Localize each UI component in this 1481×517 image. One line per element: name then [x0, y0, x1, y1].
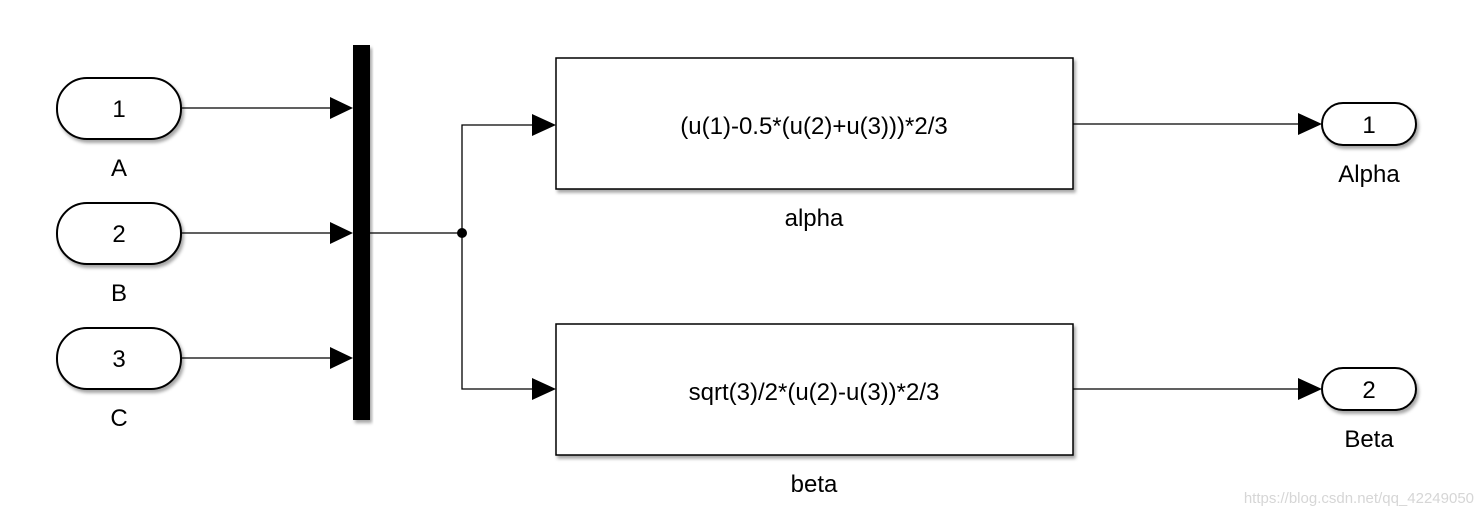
arrow-head-icon	[532, 114, 556, 136]
watermark-text: https://blog.csdn.net/qq_42249050	[1244, 490, 1474, 507]
fcn-alpha-label: alpha	[785, 205, 844, 232]
outport-1-label: Alpha	[1338, 161, 1400, 188]
inport-1-label: A	[111, 155, 127, 182]
arrow-head-icon	[330, 222, 353, 244]
fcn-block-beta[interactable]: sqrt(3)/2*(u(2)-u(3))*2/3	[555, 323, 1074, 456]
outport-2[interactable]: 2	[1321, 367, 1417, 411]
inport-1-number: 1	[112, 96, 125, 123]
inport-3-label: C	[110, 405, 127, 432]
inport-3-number: 3	[112, 346, 125, 373]
arrow-head-icon	[1298, 378, 1322, 400]
inport-1[interactable]: 1	[56, 77, 182, 140]
arrow-head-icon	[330, 97, 353, 119]
signal-inport-1-to-mux[interactable]	[181, 97, 353, 119]
fcn-beta-expression: sqrt(3)/2*(u(2)-u(3))*2/3	[689, 379, 940, 406]
arrow-head-icon	[1298, 113, 1322, 135]
inport-2-label: B	[111, 280, 127, 307]
signal-beta-to-outport-2[interactable]	[1073, 378, 1322, 400]
mux-block[interactable]	[353, 45, 370, 420]
arrow-head-icon	[330, 347, 353, 369]
fcn-beta-label: beta	[791, 471, 838, 498]
outport-2-label: Beta	[1344, 426, 1394, 453]
arrow-head-icon	[532, 378, 556, 400]
fcn-block-alpha[interactable]: (u(1)-0.5*(u(2)+u(3)))*2/3	[555, 57, 1074, 190]
signal-inport-3-to-mux[interactable]	[181, 347, 353, 369]
inport-3[interactable]: 3	[56, 327, 182, 390]
outport-2-number: 2	[1362, 377, 1375, 404]
signal-alpha-to-outport-1[interactable]	[1073, 113, 1322, 135]
signal-mux-output[interactable]	[370, 114, 556, 400]
inport-2[interactable]: 2	[56, 202, 182, 265]
outport-1[interactable]: 1	[1321, 102, 1417, 146]
inport-2-number: 2	[112, 221, 125, 248]
outport-1-number: 1	[1362, 112, 1375, 139]
signal-inport-2-to-mux[interactable]	[181, 222, 353, 244]
fcn-alpha-expression: (u(1)-0.5*(u(2)+u(3)))*2/3	[680, 113, 947, 140]
